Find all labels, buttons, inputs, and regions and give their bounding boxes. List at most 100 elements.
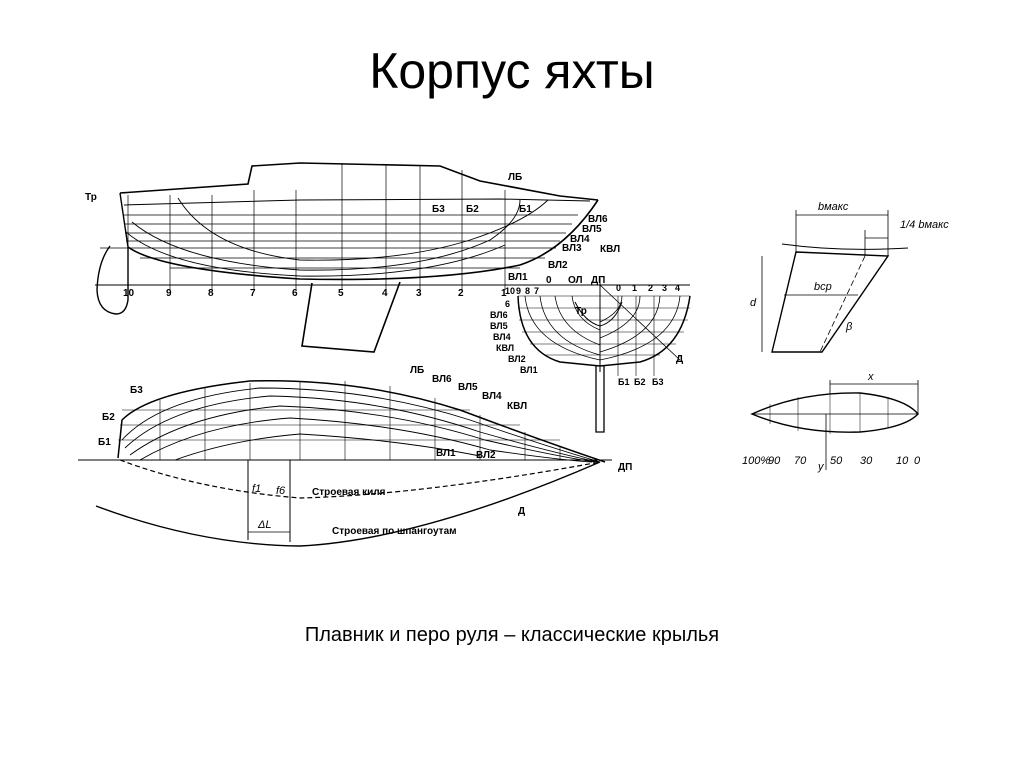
body-station-label: 6 xyxy=(505,299,510,309)
b-max-label: bмакс xyxy=(818,201,849,213)
buttock-label: Б1 xyxy=(519,204,532,215)
foil-tick: 70 xyxy=(794,455,807,467)
half-line-label: ЛБ xyxy=(410,365,424,376)
half-buttock-label: Б2 xyxy=(102,412,115,423)
waterline-label: ВЛ1 xyxy=(508,272,528,283)
transom xyxy=(119,192,129,248)
body-station-label: 4 xyxy=(675,283,680,293)
body-station-label: 7 xyxy=(534,286,539,296)
body-waterline-label: ВЛ1 xyxy=(520,365,538,375)
half-centerline-label: ДП xyxy=(618,462,632,473)
keel-curve-label: Строевая киля xyxy=(312,487,386,498)
body-waterline-label: КВЛ xyxy=(496,343,514,353)
f6-label: f6 xyxy=(276,485,286,497)
page-title: Корпус яхты xyxy=(369,43,655,99)
y-label: y xyxy=(817,461,825,473)
foil-tick: 50 xyxy=(830,455,843,467)
body-centerline-label: ДП xyxy=(591,275,605,286)
body-station-label: 3 xyxy=(662,283,667,293)
x-label: x xyxy=(867,371,874,383)
body-sections-fwd xyxy=(599,295,681,361)
half-line-label: ВЛ4 xyxy=(482,391,502,402)
station-label: 7 xyxy=(250,288,256,299)
foil-tick: 10 xyxy=(896,455,909,467)
delta-l-label: ΔL xyxy=(257,519,272,531)
half-line-label: ВЛ6 xyxy=(432,374,452,385)
fin-outline xyxy=(771,251,890,353)
b-avg-label: bср xyxy=(814,281,832,293)
foil-outline xyxy=(750,392,919,433)
body-transom xyxy=(574,301,623,327)
body-station-label: 2 xyxy=(648,283,653,293)
body-waterline-label: ВЛ6 xyxy=(490,310,508,320)
body-buttock-label: Б1 xyxy=(618,377,629,387)
half-stations xyxy=(159,381,561,460)
half-diagonal-label: Д xyxy=(518,506,525,517)
beta-label: β xyxy=(845,321,853,333)
body-waterline-label: ВЛ4 xyxy=(493,332,511,342)
quarter-b-max-label: 1/4 bмакс xyxy=(900,219,949,231)
fin-diagram: bмакс 1/4 bмакс bср d β xyxy=(750,201,949,353)
body-outline xyxy=(517,295,691,367)
body-buttock-label: Б3 xyxy=(652,377,663,387)
fin-keel xyxy=(301,281,401,353)
waterline-label: ВЛ4 xyxy=(570,234,590,245)
station-label: 3 xyxy=(416,288,422,299)
body-waterline-label: ВЛ5 xyxy=(490,321,508,331)
waterline-label: КВЛ xyxy=(600,244,620,255)
deck-label: ЛБ xyxy=(508,172,522,183)
profile-buttocks xyxy=(125,197,549,277)
station-label: 4 xyxy=(382,288,388,299)
body-diagonal xyxy=(599,284,681,361)
profile-stations xyxy=(127,163,506,290)
station-label: 6 xyxy=(292,288,298,299)
body-waterline-label: ВЛ2 xyxy=(508,354,526,364)
rudder xyxy=(96,245,129,315)
foil-tick: 100% xyxy=(742,455,770,467)
half-deck xyxy=(117,380,606,463)
foil-diagram: x y 100% 90 70 50 30 10 0 xyxy=(742,371,921,473)
foil-tick: 0 xyxy=(914,455,921,467)
body-transom-label: Тр xyxy=(575,306,587,317)
station-label: 9 xyxy=(166,288,172,299)
body-waterlines xyxy=(518,295,690,356)
body-station-label: 8 xyxy=(525,286,530,296)
body-station-label: 1 xyxy=(632,283,637,293)
half-buttocks xyxy=(118,409,560,441)
d-label: d xyxy=(750,297,757,309)
buttock-label: Б2 xyxy=(466,204,479,215)
buttock-label: Б3 xyxy=(432,204,445,215)
quarter-chord-line xyxy=(819,255,866,353)
body-plan-view: 10 9 8 7 6 0 ОЛ ДП 0 1 2 3 4 Тр Д ВЛ6 ВЛ… xyxy=(490,275,691,433)
body-station-label: 9 xyxy=(516,286,521,296)
half-waterline-label: ВЛ2 xyxy=(476,450,496,461)
station-label: 5 xyxy=(338,288,344,299)
half-line-label: ВЛ5 xyxy=(458,382,478,393)
station-label: 2 xyxy=(458,288,464,299)
half-buttock-label: Б3 xyxy=(130,385,143,396)
body-station-label: 0 xyxy=(616,283,621,293)
fin-top-curve xyxy=(781,243,909,250)
foil-tick: 30 xyxy=(860,455,873,467)
waterline-label: ВЛ2 xyxy=(548,260,568,271)
waterline-label: ВЛ5 xyxy=(582,224,602,235)
foil-stations xyxy=(769,393,889,434)
body-baseline-label: ОЛ xyxy=(568,275,583,286)
transom-label: Тр xyxy=(85,192,97,203)
frames-curve-label: Строевая по шпангоутам xyxy=(332,526,457,537)
half-waterlines xyxy=(121,387,601,463)
body-buttock-label: Б2 xyxy=(634,377,645,387)
half-waterline-label: ВЛ1 xyxy=(436,448,456,459)
station-label: 8 xyxy=(208,288,214,299)
waterline-label: ВЛ3 xyxy=(562,243,582,254)
half-buttock-label: Б1 xyxy=(98,437,111,448)
body-keel xyxy=(595,366,605,433)
body-station-label: 10 xyxy=(505,286,515,296)
body-diagonal-label: Д xyxy=(676,354,683,365)
f1-label: f1 xyxy=(252,483,261,495)
half-breadth-view: Б2 Б1 Б3 ЛБ ВЛ6 ВЛ5 ВЛ4 КВЛ ВЛ1 ВЛ2 ДП С… xyxy=(78,365,632,547)
sheer-line xyxy=(119,162,599,201)
body-sections-aft xyxy=(524,295,601,361)
slide-caption: Плавник и перо руля – классические крыль… xyxy=(304,624,720,646)
